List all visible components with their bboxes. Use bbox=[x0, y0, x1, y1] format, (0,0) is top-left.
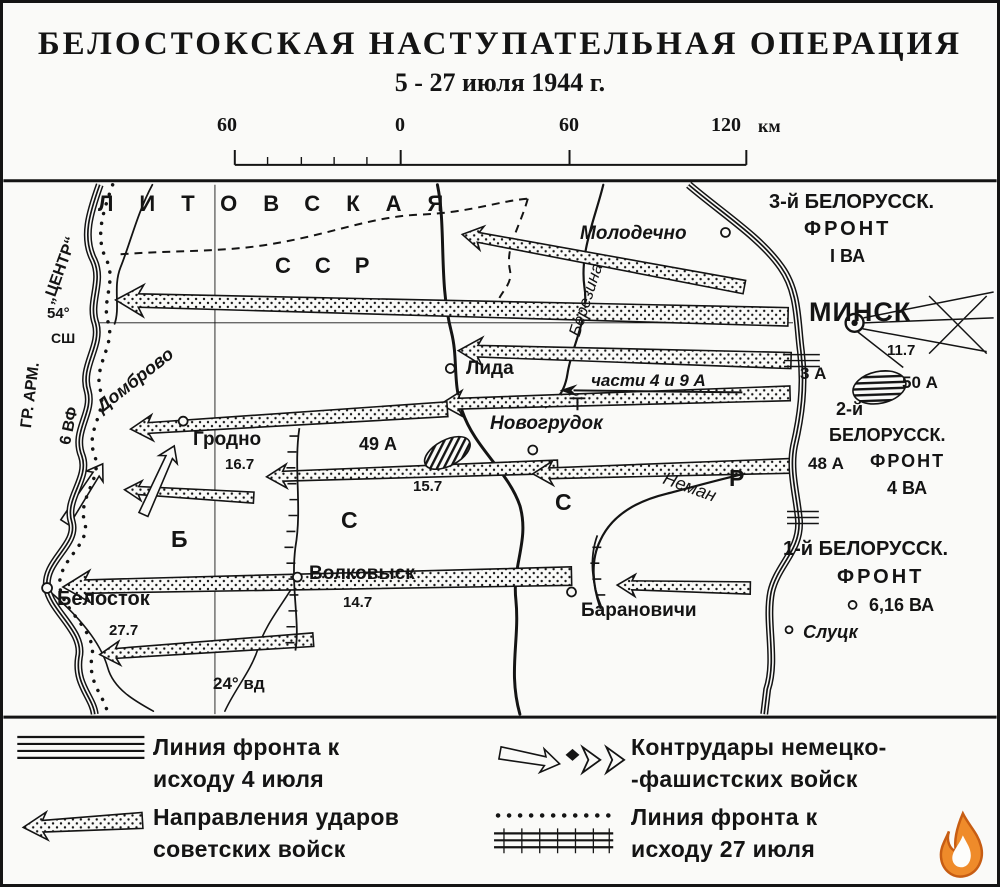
label-front2-air-army: 4 ВА bbox=[887, 478, 928, 498]
label-unit-48a: 48 А bbox=[808, 454, 844, 473]
label-unit-3a: 3 А bbox=[800, 364, 827, 383]
town-markers bbox=[41, 227, 858, 635]
label-date-14-7: 14.7 bbox=[343, 594, 373, 611]
soviet-attack-arrow bbox=[122, 478, 255, 505]
legend-soviet-line2: советских войск bbox=[153, 836, 346, 862]
legend-front-4july-line2: исходу 4 июля bbox=[153, 766, 324, 792]
soviet-attack-arrow bbox=[61, 566, 573, 605]
german-counterattack-arrow bbox=[497, 745, 562, 775]
label-front1-name: 1-й БЕЛОРУССК. bbox=[783, 538, 949, 560]
town-marker-molodechno bbox=[720, 227, 731, 238]
label-date-16-7: 16.7 bbox=[225, 456, 255, 473]
page-title: БЕЛОСТОКСКАЯ НАСТУПАТЕЛЬНАЯ ОПЕРАЦИЯ bbox=[37, 26, 963, 62]
label-region-ssr: ССР bbox=[275, 253, 394, 278]
river-top-left bbox=[113, 183, 154, 325]
label-front1-air-armies: 6,16 ВА bbox=[869, 595, 935, 615]
label-date-27-7: 27.7 bbox=[109, 622, 139, 639]
label-city-volkovysk: Волковыск bbox=[309, 563, 415, 584]
label-front1-front: ФРОНТ bbox=[837, 566, 925, 588]
label-city-slutsk: Слуцк bbox=[803, 622, 858, 642]
legend-soviet-line1: Направления ударов bbox=[153, 804, 400, 830]
scale-label-120: 120 bbox=[711, 114, 741, 136]
legend-front-4july-line1: Линия фронта к bbox=[153, 734, 340, 760]
label-unit-parts-4-9: части 4 и 9 А bbox=[591, 371, 706, 390]
page-subtitle: 5 - 27 июля 1944 г. bbox=[394, 68, 606, 97]
soviet-attack-arrow bbox=[128, 401, 449, 443]
label-bssr-b: Б bbox=[171, 526, 188, 552]
scale-unit: км bbox=[758, 116, 781, 136]
label-bssr-s1: С bbox=[341, 507, 358, 533]
town-marker-air-armies bbox=[847, 600, 858, 610]
encircled-groups bbox=[423, 370, 907, 471]
label-unit-50a: 50 А bbox=[902, 373, 938, 392]
label-latitude-suffix: СШ bbox=[51, 330, 76, 346]
scale-bar bbox=[233, 149, 748, 166]
soviet-attack-arrow bbox=[460, 224, 747, 295]
legend-symbol-front-4-july bbox=[17, 735, 145, 759]
label-front2-front: ФРОНТ bbox=[870, 451, 946, 471]
soviet-attack-arrow bbox=[21, 809, 144, 842]
front-line-4-july bbox=[686, 181, 820, 715]
label-city-belostok: Белосток bbox=[57, 588, 150, 610]
german-withdrawal-arrow bbox=[559, 384, 743, 397]
defensive-lines bbox=[284, 397, 606, 651]
town-marker-grodno bbox=[177, 415, 189, 427]
river-lida bbox=[435, 183, 525, 716]
label-unit-49a: 49 А bbox=[359, 434, 398, 454]
legend-symbol-german-counterattack bbox=[565, 744, 626, 776]
label-city-molodechno: Молодечно bbox=[580, 223, 687, 244]
label-latitude-54: 54° bbox=[47, 305, 70, 322]
label-date-minsk: 11.7 bbox=[887, 342, 916, 359]
river-neman bbox=[592, 462, 797, 609]
legend-front-27july-line1: Линия фронта к bbox=[631, 804, 818, 830]
scale-label-left-60: 60 bbox=[217, 114, 237, 136]
frame-separators bbox=[3, 179, 997, 719]
soviet-attack-arrow bbox=[114, 282, 790, 327]
label-city-minsk: МИНСК bbox=[809, 297, 912, 327]
label-city-grodno: Гродно bbox=[193, 429, 262, 450]
label-front3-air-army: I ВА bbox=[830, 246, 866, 266]
label-bssr-s2: С bbox=[555, 489, 572, 515]
minsk-symbol bbox=[844, 291, 994, 369]
town-marker-novogrudok bbox=[527, 444, 539, 456]
label-longitude-24: 24° вд bbox=[213, 674, 265, 693]
legend-symbol-front-27-july bbox=[494, 813, 614, 854]
legend-german-line1: Контрудары немецко- bbox=[631, 734, 887, 760]
scale-label-right-60: 60 bbox=[559, 114, 579, 136]
label-date-15-7: 15.7 bbox=[413, 478, 443, 495]
rivers bbox=[47, 183, 797, 716]
scale-label-zero: 0 bbox=[395, 114, 405, 136]
label-bssr-r: Р bbox=[729, 465, 745, 491]
legend-german-line2: -фашистских войск bbox=[631, 766, 858, 792]
soviet-attack-arrow bbox=[438, 385, 792, 419]
republic-border bbox=[120, 197, 529, 303]
label-city-lida: Лида bbox=[466, 358, 514, 379]
label-city-novogrudok: Новогрудок bbox=[490, 413, 603, 434]
town-marker-belostok bbox=[41, 582, 53, 594]
label-front2-number: 2-й bbox=[836, 399, 864, 419]
german-counterattack-arrow bbox=[137, 444, 179, 518]
label-region-litovskaya: ЛИТОВСКАЯ bbox=[98, 191, 470, 216]
encircled-group-minsk bbox=[852, 370, 907, 405]
encircled-group-lida bbox=[423, 435, 471, 471]
town-marker-lida bbox=[444, 363, 456, 374]
front-line-27-july bbox=[43, 183, 115, 716]
label-front3-name: 3-й БЕЛОРУССК. bbox=[769, 191, 935, 213]
town-marker-slutsk bbox=[784, 625, 794, 635]
label-city-baranovichi: Барановичи bbox=[581, 600, 697, 621]
watermark-logo bbox=[939, 810, 983, 878]
soviet-attack-arrow bbox=[98, 632, 315, 668]
town-marker-baranovichi bbox=[566, 586, 577, 598]
map-graphics bbox=[3, 149, 997, 878]
soviet-attack-arrow bbox=[615, 572, 752, 599]
label-front2-name: БЕЛОРУССК. bbox=[829, 425, 946, 445]
town-marker-volkovysk bbox=[292, 571, 303, 583]
legend-front-27july-line2: исходу 27 июля bbox=[631, 836, 816, 862]
label-front3-front: ФРОНТ bbox=[804, 218, 892, 240]
